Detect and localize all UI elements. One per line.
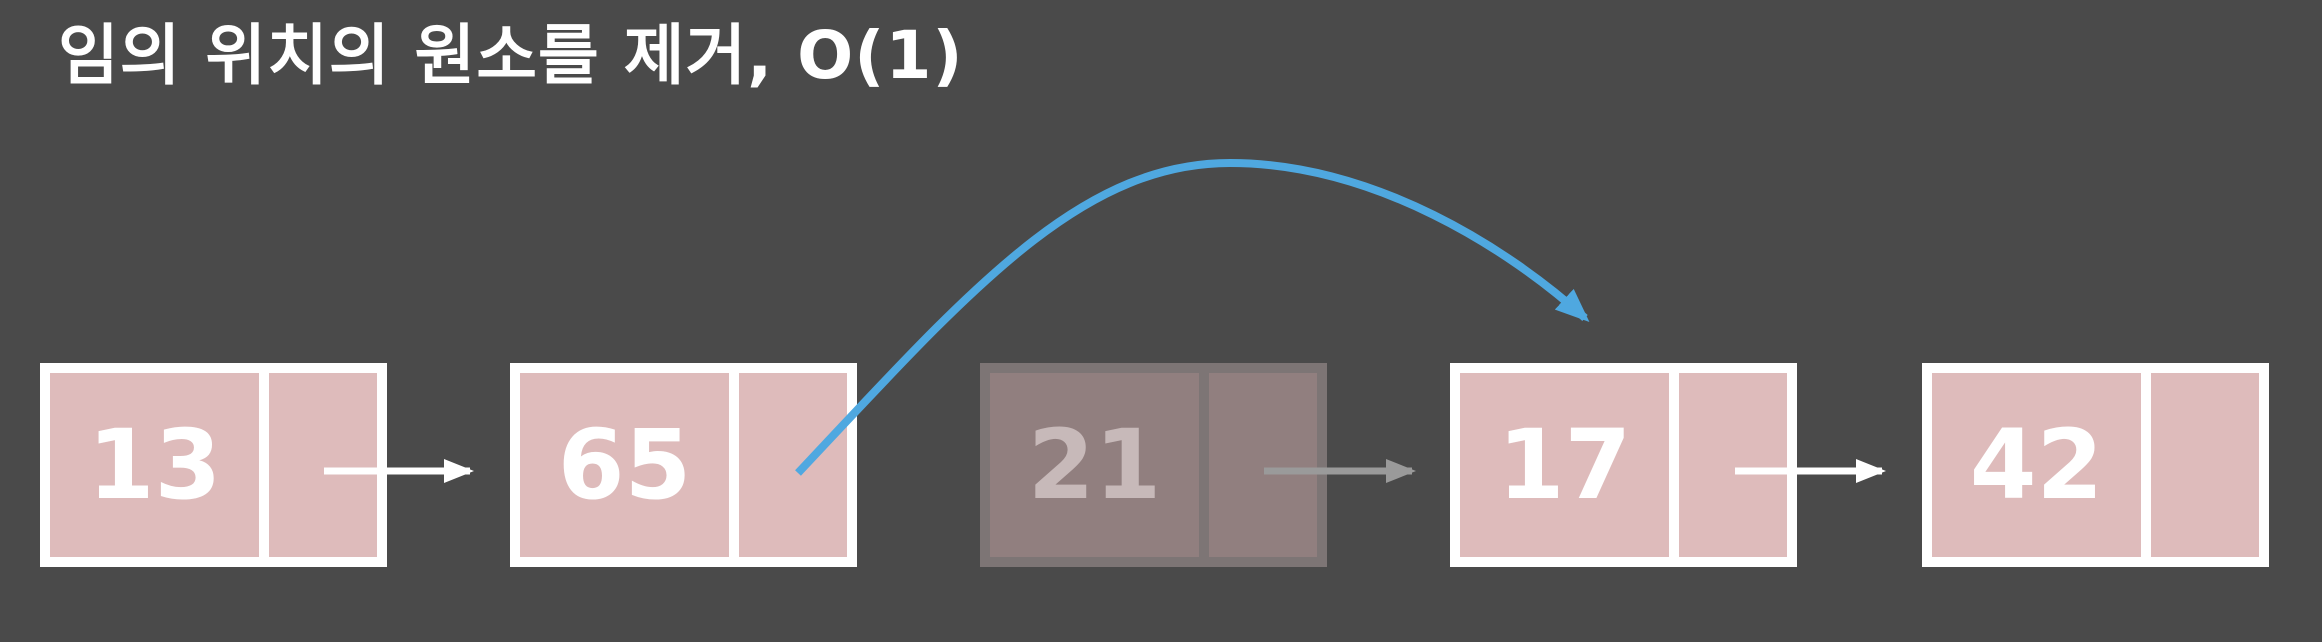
node-pointer-field: [1209, 373, 1317, 557]
list-node: 42: [1922, 363, 2269, 567]
bypass-link-arrow: [795, 158, 1590, 476]
node-pointer-field: [1679, 373, 1787, 557]
node-pointer-field: [2151, 373, 2259, 557]
page-title: 임의 위치의 원소를 제거, O(1): [58, 17, 964, 94]
node-value: 21: [990, 373, 1199, 557]
node-value: 42: [1932, 373, 2141, 557]
node-value: 65: [520, 373, 729, 557]
removed-node: 21: [980, 363, 1327, 567]
node-pointer-field: [739, 373, 847, 557]
list-node: 17: [1450, 363, 1797, 567]
node-value: 13: [50, 373, 259, 557]
node-pointer-field: [269, 373, 377, 557]
list-node: 65: [510, 363, 857, 567]
node-value: 17: [1460, 373, 1669, 557]
list-node: 13: [40, 363, 387, 567]
